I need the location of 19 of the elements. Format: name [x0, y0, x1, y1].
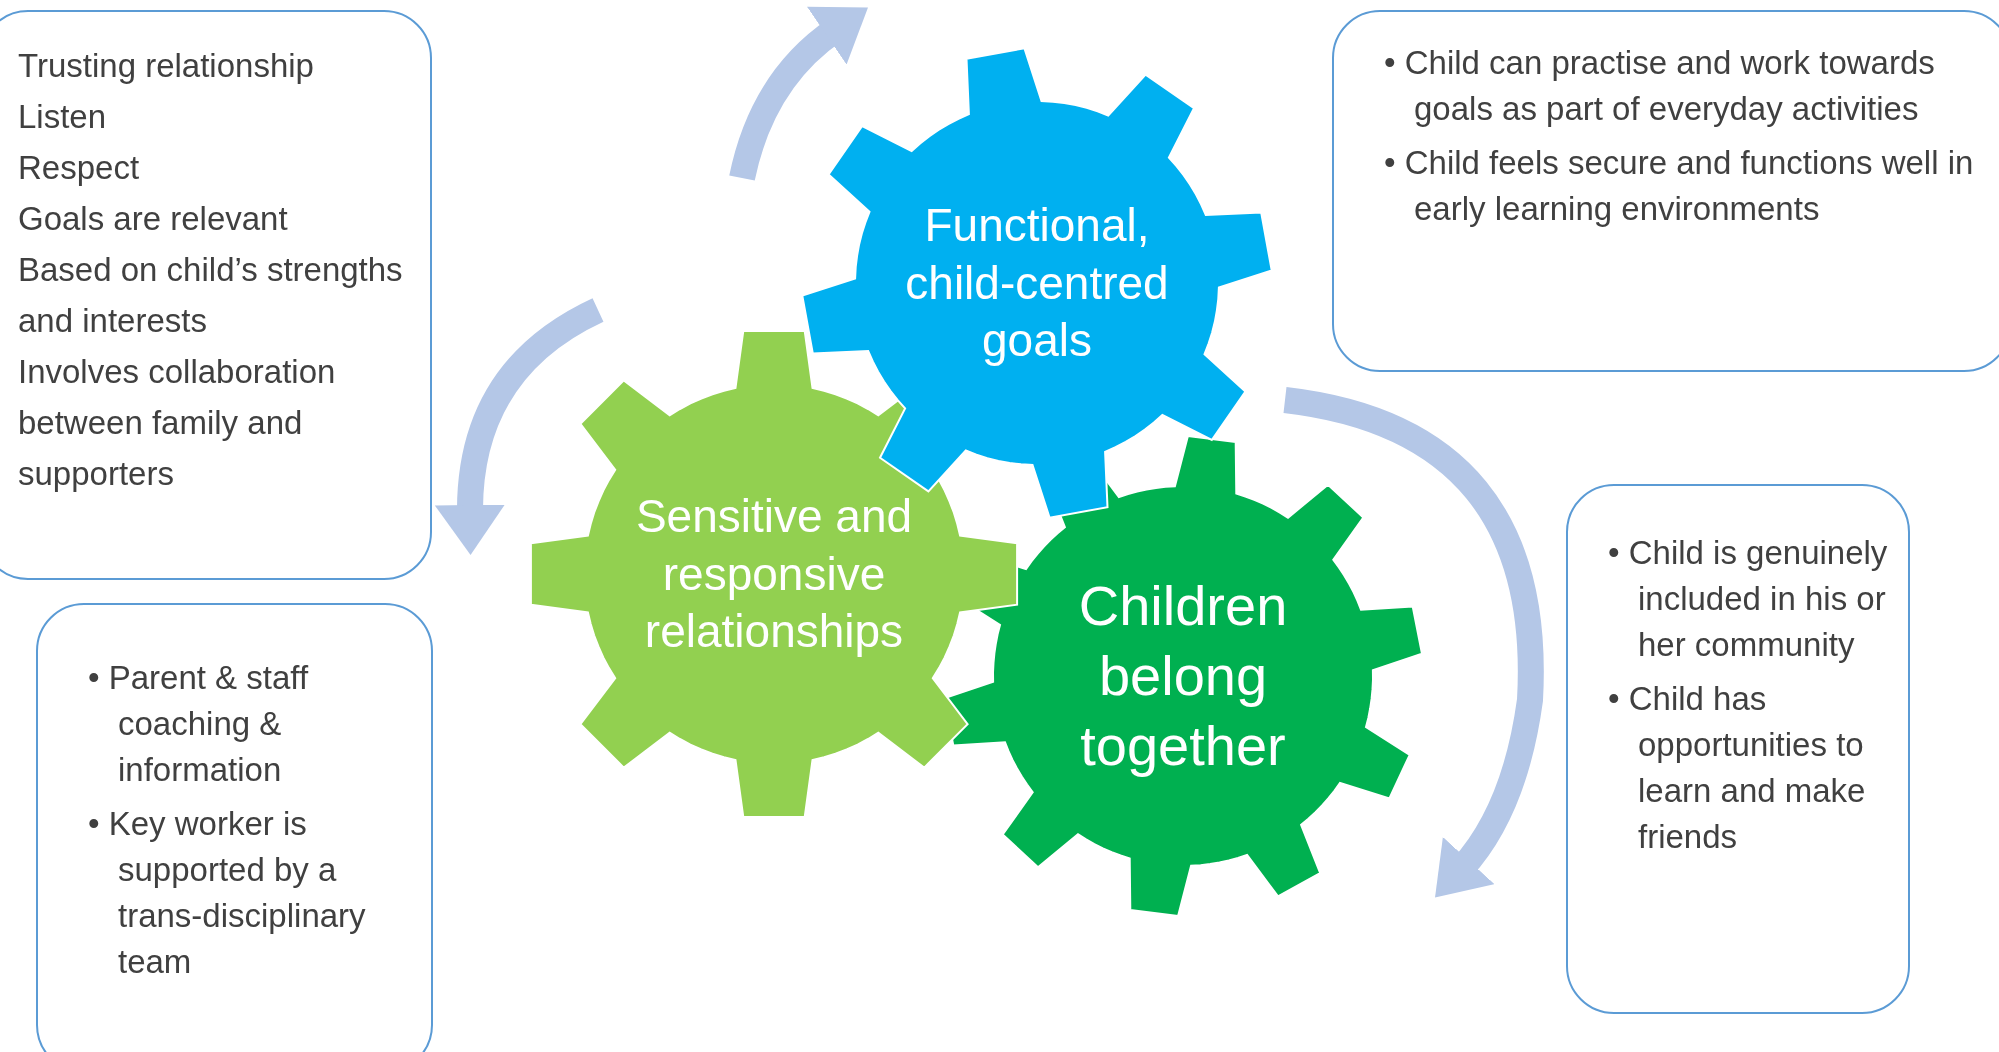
text-card	[1566, 484, 1910, 1014]
gear-label: Sensitive and responsive relationships	[634, 488, 914, 659]
list-item: Involves collaboration between family and supporters	[18, 352, 337, 494]
bullet-item: • Child feels secure and functions well in early learning environments	[1384, 143, 1975, 229]
bullet-item: • Key worker is supported by a trans-disciplinary team	[88, 804, 367, 982]
bullet-item: • Parent & staff coaching & information	[88, 658, 310, 790]
list-item: Based on child’s strengths and interests	[18, 250, 404, 341]
bullet-item: • Child is genuinely included in his or her community	[1608, 533, 1889, 665]
bullet-item: • Child can practise and work towards goals as part of everyday activities	[1384, 43, 1936, 129]
list-item: Trusting relationship	[18, 46, 315, 86]
list-item: Respect	[18, 148, 141, 188]
list-item: Goals are relevant	[18, 199, 289, 239]
text-card	[36, 603, 433, 1052]
gear-label: Functional, child-centred goals	[904, 197, 1170, 368]
text-card	[1332, 10, 1999, 372]
list-item: Listen	[18, 97, 108, 137]
gear-label: Children belong together	[1077, 573, 1289, 779]
text-card	[0, 10, 432, 580]
bullet-item: • Child has opportunities to learn and make friends	[1608, 679, 1867, 857]
